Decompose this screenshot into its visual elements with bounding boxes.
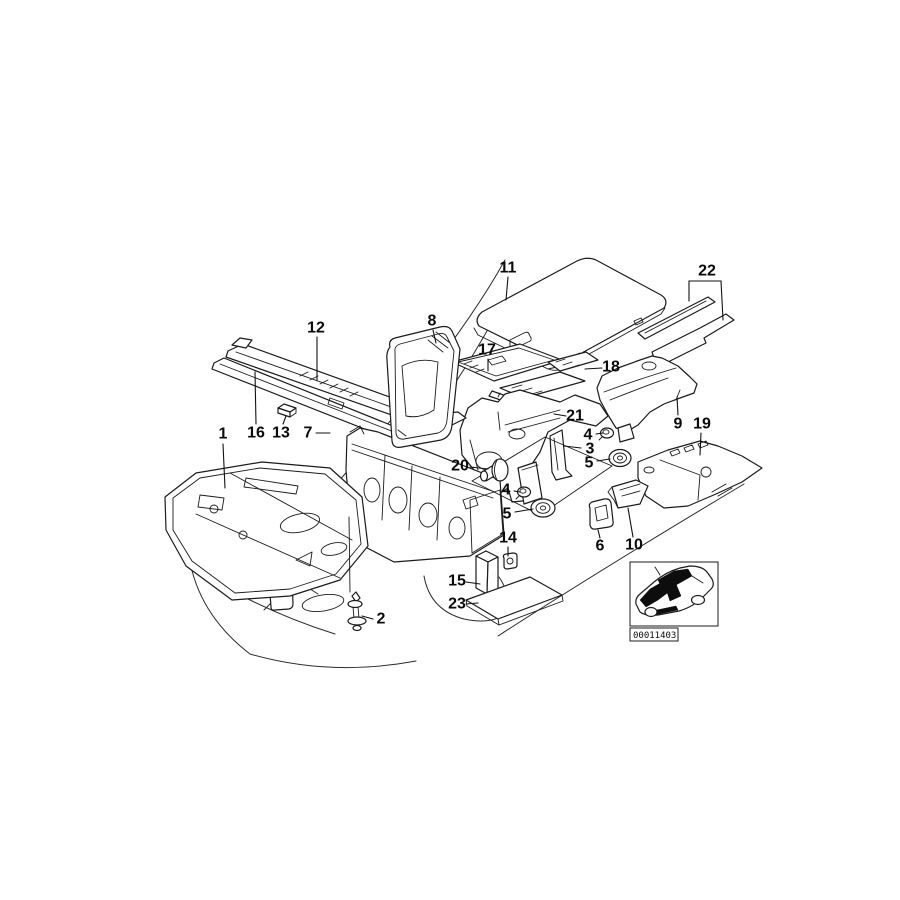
callout-label-23: 23 (448, 596, 466, 613)
callout-label-5: 5 (503, 506, 512, 523)
callout-leader-11 (505, 276, 509, 301)
callout-label-16: 16 (247, 425, 265, 442)
part-flat-pad (465, 576, 564, 626)
callout-label-4: 4 (502, 482, 511, 499)
callout-leader-9 (676, 396, 679, 416)
callout-label-21: 21 (566, 408, 584, 425)
part-floor-insulation-rear (637, 440, 763, 509)
part-small-block (277, 403, 297, 418)
callout-leader-15 (465, 581, 481, 585)
callout-label-13: 13 (272, 425, 290, 442)
callout-label-15: 15 (448, 573, 466, 590)
callout-label-11: 11 (500, 260, 517, 277)
callout-leader-2 (361, 615, 374, 620)
callout-label-2: 2 (377, 611, 386, 628)
part-bracket (549, 429, 573, 481)
callout-leader-10 (627, 507, 634, 538)
callout-label-3: 3 (586, 441, 595, 458)
fastener-disc-a (608, 448, 632, 468)
thumbnail-code: 00011403 (633, 631, 676, 641)
callout-leader-8 (432, 329, 437, 344)
part-floor-insulation-small (547, 351, 599, 372)
callout-leader-1 (222, 443, 226, 489)
callout-leader-4 (595, 432, 604, 435)
callout-leader-16 (254, 371, 257, 425)
fastener-grommet (588, 498, 614, 530)
fastener-rivet (347, 591, 367, 632)
callout-label-7: 7 (304, 425, 313, 442)
callout-leader-20 (469, 466, 489, 470)
fastener-plug-large (479, 458, 509, 482)
fastener-clip-small (502, 552, 518, 570)
callout-leader-18 (584, 367, 603, 370)
callout-label-4: 4 (584, 427, 593, 444)
callout-leader-19 (699, 432, 702, 456)
callout-label-10: 10 (625, 537, 643, 554)
callout-leader-4 (513, 490, 521, 493)
part-hood-insulation (164, 461, 369, 601)
part-foam-block (475, 550, 499, 595)
callout-label-18: 18 (602, 359, 620, 376)
callout-label-22: 22 (698, 263, 716, 280)
callout-leader-3 (563, 445, 582, 449)
callout-leader-21 (553, 413, 567, 417)
car-thumbnail: 00011403 (629, 561, 719, 642)
fastener-cap-b (515, 486, 532, 500)
callout-leader-13 (282, 415, 287, 425)
callout-label-12: 12 (307, 320, 325, 337)
fastener-cap-a (598, 427, 615, 441)
callout-leader-22 (688, 280, 724, 321)
callout-label-19: 19 (693, 416, 711, 433)
part-tunnel-insulation (596, 355, 698, 443)
callout-label-8: 8 (428, 313, 437, 330)
callout-leader-5 (514, 508, 534, 513)
part-pillar-strips (637, 296, 735, 365)
callout-label-6: 6 (596, 538, 605, 555)
part-door-insulation (386, 325, 461, 448)
callout-label-17: 17 (478, 342, 496, 359)
callout-label-1: 1 (219, 426, 228, 443)
callout-leader-5 (596, 458, 611, 462)
callout-label-5: 5 (585, 455, 594, 472)
callout-label-20: 20 (451, 458, 469, 475)
fastener-disc-b (530, 498, 556, 518)
part-cowl-rails (211, 337, 467, 440)
callout-leader-23 (465, 602, 479, 605)
thumbnail-code-box (629, 627, 679, 642)
callout-leader-6 (597, 529, 601, 539)
callout-label-9: 9 (674, 416, 683, 433)
callout-label-14: 14 (499, 530, 517, 547)
part-small-plate (607, 479, 649, 509)
